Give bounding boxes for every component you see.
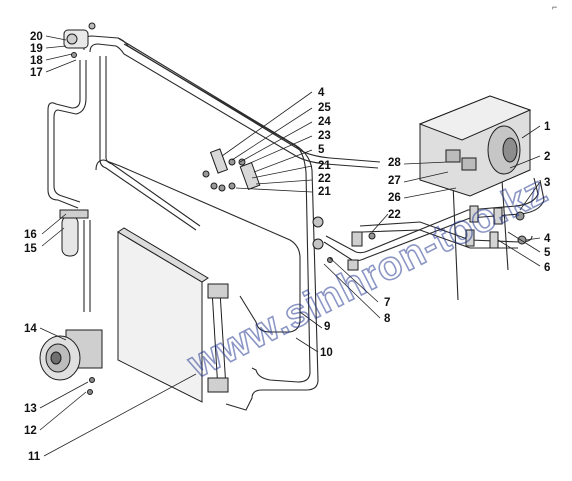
callout-8: 8: [384, 313, 391, 325]
bracket-b: [239, 162, 261, 190]
fitting-ring-b: [312, 238, 324, 250]
pipe-left-vertical: [47, 60, 81, 209]
callout-25: 25: [318, 102, 331, 114]
callout-16: 16: [24, 229, 37, 241]
callout-24: 24: [318, 116, 331, 128]
callout-28: 28: [388, 157, 401, 169]
callout-23: 23: [318, 130, 331, 142]
unit-port-a: [445, 149, 461, 163]
callout-10: 10: [320, 347, 333, 359]
pipe-upper-loop: [83, 35, 381, 163]
pipe-right-loop-2: [123, 43, 311, 383]
clamp-b: [493, 207, 503, 225]
clamp-a: [469, 205, 479, 223]
callout-1: 1: [544, 121, 551, 133]
unit-top: [418, 95, 532, 141]
callout-4-right: 4: [544, 233, 551, 245]
valve-port: [66, 33, 78, 45]
callout-14: 14: [24, 323, 37, 335]
callout-5-top: 5: [318, 144, 325, 156]
right-unit: [418, 95, 532, 197]
right-clamps: [465, 205, 527, 249]
middle-fittings: [312, 216, 376, 271]
leader-lines: [39, 35, 541, 457]
filter-canister: [59, 209, 89, 257]
bolt-a: [202, 170, 210, 178]
callout-21-bottom: 21: [318, 186, 331, 198]
bracket-a: [209, 148, 229, 174]
callout-13: 13: [24, 403, 37, 415]
valve-nut: [88, 22, 96, 30]
pipe-to-pump-curve: [95, 159, 301, 333]
unit-motor-shaft: [502, 137, 518, 163]
central-fittings: [202, 148, 261, 192]
bolt-d: [210, 182, 218, 190]
top-valve: [63, 22, 96, 58]
callout-21-top: 21: [318, 160, 331, 172]
callout-27: 27: [388, 175, 401, 187]
callout-7: 7: [384, 297, 390, 309]
callout-22-bottom: 22: [388, 209, 401, 221]
callout-15: 15: [24, 243, 37, 255]
callout-26: 26: [388, 192, 401, 204]
panel-top-edge: [117, 227, 209, 283]
callout-3: 3: [544, 177, 550, 189]
canister-fitting: [59, 209, 89, 219]
bolt-b: [228, 158, 236, 166]
fitting-nut: [368, 232, 376, 240]
corner-mark: ⌐: [552, 2, 557, 12]
callout-6: 6: [544, 262, 550, 274]
callout-4-top: 4: [318, 87, 325, 99]
panel-fitting-bottom: [207, 377, 229, 393]
unit-port-b: [461, 157, 477, 171]
callout-5-right: 5: [544, 247, 551, 259]
panel-fitting-top: [207, 283, 229, 299]
callout-22-top: 22: [318, 173, 331, 185]
pump-motor: [39, 329, 103, 395]
callout-12: 12: [24, 425, 37, 437]
pipe-right-lower: [359, 221, 533, 243]
valve-washer: [71, 52, 77, 58]
pump-washer: [87, 389, 93, 395]
fitting-tee: [351, 231, 363, 247]
pipe-right-loop: [117, 37, 319, 411]
callout-20: 20: [30, 31, 43, 43]
pump-bolt: [89, 377, 95, 383]
callout-labels: 20 19 18 17 16 15 14 13 12 11 9 10 7 8 4…: [24, 31, 551, 463]
callout-17: 17: [30, 67, 43, 79]
callout-19: 19: [30, 43, 43, 55]
pipe-drain-vertical-2: [501, 179, 509, 271]
callout-2: 2: [544, 151, 550, 163]
fitting-elbow: [347, 259, 359, 271]
bolt-e: [218, 184, 226, 192]
callout-18: 18: [30, 55, 43, 67]
panel-side-bar-2: [219, 291, 227, 389]
pipe-upper-loop-2: [89, 43, 379, 169]
bolt-f: [228, 182, 236, 190]
pipe-mid-column: [99, 56, 197, 231]
watermark-text: www.sinhron-too.kz: [180, 167, 554, 387]
pipe-to-right-unit-2: [325, 177, 539, 254]
callout-11: 11: [28, 451, 41, 463]
callout-9: 9: [324, 321, 330, 333]
canister-body: [61, 215, 79, 257]
radiator-panel: [117, 227, 229, 403]
pump-shaft: [50, 351, 62, 365]
pipe-left-vertical-2: [53, 60, 87, 203]
clamp-nut-a: [515, 211, 525, 221]
panel-side-bar: [211, 289, 219, 391]
fitting-ring-a: [312, 216, 324, 228]
clamp-c: [465, 229, 475, 247]
